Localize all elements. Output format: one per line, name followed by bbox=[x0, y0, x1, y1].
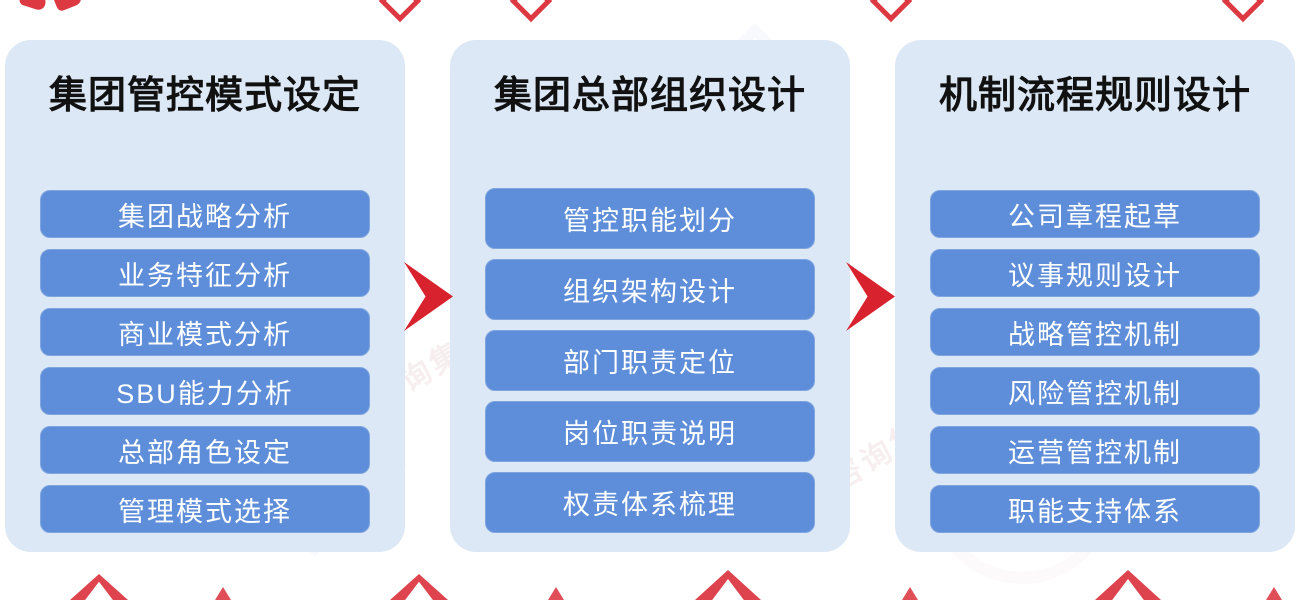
step-pill: 业务特征分析 bbox=[40, 249, 370, 297]
step-label: 管控职能划分 bbox=[563, 206, 737, 236]
step-label: SBU能力分析 bbox=[116, 378, 294, 409]
stage-title: 集团总部组织设计 bbox=[493, 75, 806, 117]
step-label: 商业模式分析 bbox=[118, 319, 292, 350]
process-stage-panel: 集团管控模式设定 集团战略分析 业务特征分析 商业模式分析 SBU能力分析 总部… bbox=[5, 40, 405, 552]
step-pill: 职能支持体系 bbox=[930, 485, 1260, 533]
step-pill: 岗位职责说明 bbox=[485, 401, 815, 462]
step-pill: 风险管控机制 bbox=[930, 367, 1260, 415]
step-label: 集团战略分析 bbox=[118, 201, 292, 232]
step-pill: 公司章程起草 bbox=[930, 190, 1260, 238]
step-pill: 权责体系梳理 bbox=[485, 472, 815, 533]
step-pill: SBU能力分析 bbox=[40, 367, 370, 415]
step-label: 总部角色设定 bbox=[118, 437, 292, 468]
step-pill: 管控职能划分 bbox=[485, 188, 815, 249]
stage-steps: 公司章程起草 议事规则设计 战略管控机制 风险管控机制 运营管控机制 职能支持体… bbox=[930, 190, 1260, 544]
step-pill: 组织架构设计 bbox=[485, 259, 815, 320]
watermark-logo-fragment-icon bbox=[509, 0, 553, 23]
watermark-logo-fragment-icon bbox=[378, 0, 422, 23]
step-label: 运营管控机制 bbox=[1008, 437, 1182, 468]
watermark-logo-fragment-icon bbox=[52, 0, 84, 13]
watermark-logo-fragment-icon bbox=[1095, 570, 1161, 600]
process-stage-panel: 集团总部组织设计 管控职能划分 组织架构设计 部门职责定位 岗位职责说明 权责体… bbox=[450, 40, 850, 552]
watermark-logo-fragment-icon bbox=[390, 574, 448, 600]
stage-panels: 集团管控模式设定 集团战略分析 业务特征分析 商业模式分析 SBU能力分析 总部… bbox=[5, 40, 1295, 552]
step-label: 权责体系梳理 bbox=[563, 490, 737, 520]
stage-steps: 集团战略分析 业务特征分析 商业模式分析 SBU能力分析 总部角色设定 管理模式… bbox=[40, 190, 370, 544]
step-label: 岗位职责说明 bbox=[563, 419, 737, 449]
step-pill: 议事规则设计 bbox=[930, 249, 1260, 297]
watermark-logo-fragment-icon bbox=[1266, 587, 1282, 600]
step-label: 公司章程起草 bbox=[1008, 201, 1182, 232]
watermark-logo-fragment-icon bbox=[902, 587, 918, 600]
stage-title: 机制流程规则设计 bbox=[938, 75, 1251, 117]
watermark-logo-fragment-icon bbox=[1221, 0, 1265, 23]
step-label: 部门职责定位 bbox=[563, 348, 737, 378]
watermark-logo-fragment-icon bbox=[215, 587, 231, 600]
watermark-logo-fragment-icon bbox=[18, 0, 48, 12]
step-label: 业务特征分析 bbox=[118, 260, 292, 291]
stage-steps: 管控职能划分 组织架构设计 部门职责定位 岗位职责说明 权责体系梳理 bbox=[485, 188, 815, 543]
stage-title: 集团管控模式设定 bbox=[48, 75, 361, 117]
step-pill: 运营管控机制 bbox=[930, 426, 1260, 474]
step-label: 战略管控机制 bbox=[1008, 319, 1182, 350]
step-pill: 商业模式分析 bbox=[40, 308, 370, 356]
process-stage-panel: 机制流程规则设计 公司章程起草 议事规则设计 战略管控机制 风险管控机制 运营管… bbox=[895, 40, 1295, 552]
step-label: 职能支持体系 bbox=[1008, 496, 1182, 527]
step-label: 组织架构设计 bbox=[563, 277, 737, 307]
step-label: 风险管控机制 bbox=[1008, 378, 1182, 409]
step-label: 管理模式选择 bbox=[118, 496, 292, 527]
step-pill: 部门职责定位 bbox=[485, 330, 815, 391]
step-pill: 管理模式选择 bbox=[40, 485, 370, 533]
step-pill: 战略管控机制 bbox=[930, 308, 1260, 356]
watermark-logo-fragment-icon bbox=[695, 570, 761, 600]
watermark-logo-fragment-icon bbox=[548, 587, 564, 600]
step-pill: 集团战略分析 bbox=[40, 190, 370, 238]
step-label: 议事规则设计 bbox=[1008, 260, 1182, 291]
watermark-logo-fragment-icon bbox=[70, 574, 128, 600]
watermark-logo-fragment-icon bbox=[869, 0, 913, 23]
step-pill: 总部角色设定 bbox=[40, 426, 370, 474]
